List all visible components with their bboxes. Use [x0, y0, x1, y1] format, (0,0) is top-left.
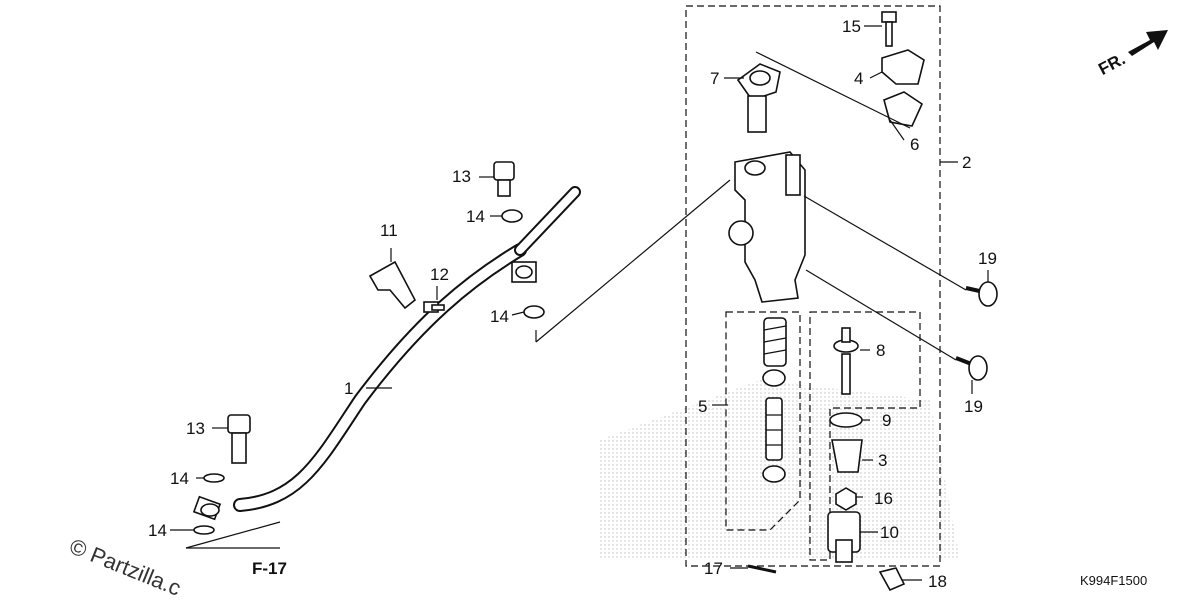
callout-9: 9	[882, 411, 891, 430]
washer-14-a	[501, 209, 523, 223]
hose-fitting-lower	[192, 495, 222, 521]
hose-clamp[interactable]	[368, 260, 417, 310]
callout-6: 6	[910, 135, 919, 154]
callout-19-lower: 19	[964, 397, 983, 416]
banjo-bolt-lower[interactable]	[227, 414, 251, 464]
washer-14-c	[203, 473, 225, 483]
assembly-box-8	[809, 311, 921, 561]
watermark: © Partzilla.c	[66, 533, 184, 600]
callout-12: 12	[430, 265, 449, 284]
piston-seal	[762, 465, 786, 483]
mounting-bolt[interactable]	[881, 11, 897, 47]
callout-3: 3	[878, 451, 887, 470]
callout-18: 18	[928, 572, 947, 591]
callout-16: 16	[874, 489, 893, 508]
piston	[765, 397, 783, 461]
push-rod[interactable]	[833, 327, 859, 395]
screw-19-lower[interactable]	[955, 355, 988, 381]
circlip	[829, 412, 863, 428]
mounting-plate[interactable]	[881, 49, 925, 85]
callout-10: 10	[880, 523, 899, 542]
assembly-box-5	[725, 311, 801, 531]
washer-14-b	[523, 305, 545, 319]
callout-13-upper: 13	[452, 167, 471, 186]
callout-1: 1	[344, 379, 353, 398]
callout-17: 17	[704, 559, 723, 578]
reservoir-joint[interactable]	[736, 63, 781, 133]
washer-14-d	[193, 525, 215, 535]
boot	[831, 439, 863, 473]
banjo-bolt-upper[interactable]	[493, 161, 515, 197]
spring	[763, 317, 787, 367]
part-code: K994F1500	[1080, 573, 1147, 588]
callout-5: 5	[698, 397, 707, 416]
callout-7: 7	[710, 69, 719, 88]
callout-14-d: 14	[148, 521, 167, 540]
callout-14-a: 14	[466, 207, 485, 226]
callout-2: 2	[962, 153, 971, 172]
callout-15: 15	[842, 17, 861, 36]
clamp-bolt[interactable]	[423, 301, 445, 313]
master-cylinder-body[interactable]	[728, 151, 806, 303]
joint-nut	[835, 487, 857, 511]
brake-hose[interactable]	[233, 186, 581, 512]
callout-19-upper: 19	[978, 249, 997, 268]
hose-fitting-upper	[511, 261, 537, 283]
callout-8: 8	[876, 341, 885, 360]
callout-14-b: 14	[490, 307, 509, 326]
piston-cup	[762, 369, 786, 387]
front-direction-arrow	[1128, 30, 1168, 56]
joint-pin	[878, 567, 906, 592]
callout-11: 11	[380, 221, 398, 240]
callout-14-c: 14	[170, 469, 189, 488]
screw-19-upper[interactable]	[965, 281, 998, 307]
reference-label: F-17	[252, 559, 287, 578]
cotter-pin	[747, 564, 777, 574]
callout-13-lower: 13	[186, 419, 205, 438]
front-direction-label: FR.	[1095, 49, 1128, 79]
gasket	[883, 91, 924, 127]
leader-lines	[170, 25, 989, 581]
assembly-box-2	[685, 5, 941, 567]
callout-4: 4	[854, 69, 863, 88]
